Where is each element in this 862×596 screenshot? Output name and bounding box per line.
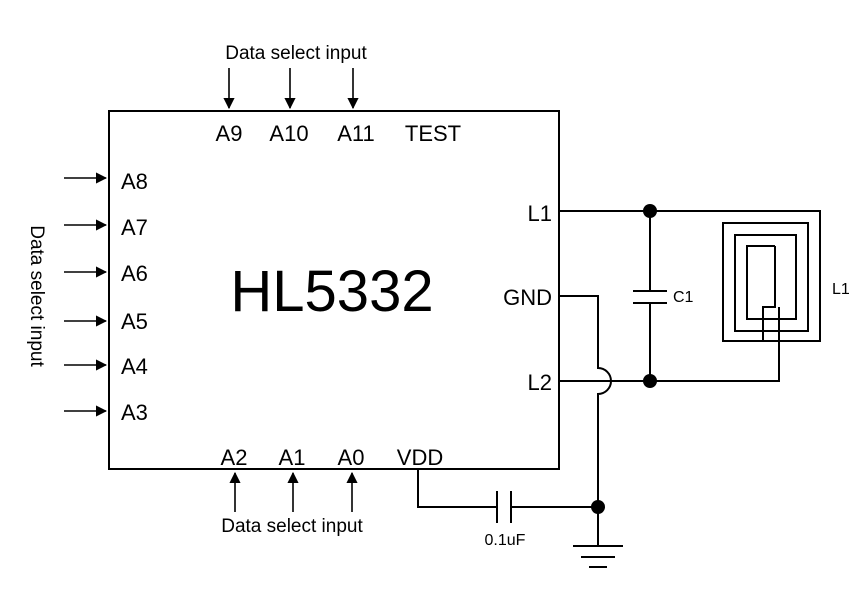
- pin-a6: A6: [121, 261, 148, 286]
- wire-vdd-net: [417, 470, 598, 508]
- bottom-input-label: Data select input: [221, 516, 363, 537]
- pin-a0: A0: [338, 445, 365, 470]
- pin-vdd: VDD: [397, 445, 443, 470]
- capacitor-c1-label: C1: [673, 289, 694, 306]
- pin-a4: A4: [121, 354, 148, 379]
- top-input-label: Data select input: [225, 43, 367, 64]
- pin-a10: A10: [269, 121, 308, 146]
- capacitor-vdd-label: 0.1uF: [485, 532, 526, 549]
- left-input-label: Data select input: [26, 225, 47, 367]
- wire-gnd-net: [559, 295, 612, 507]
- chip-body: [108, 110, 560, 470]
- pin-test: TEST: [405, 121, 461, 146]
- pin-a3: A3: [121, 400, 148, 425]
- pin-a5: A5: [121, 309, 148, 334]
- pin-a9: A9: [216, 121, 243, 146]
- pin-gnd: GND: [503, 285, 552, 310]
- pin-a7: A7: [121, 215, 148, 240]
- pin-a8: A8: [121, 169, 148, 194]
- pin-l1: L1: [528, 201, 552, 226]
- chip-name: HL5332: [230, 259, 433, 324]
- pin-a11: A11: [337, 121, 375, 146]
- coil-spiral: [722, 211, 821, 342]
- coil-label: L1: [832, 281, 850, 298]
- pin-a1: A1: [279, 445, 306, 470]
- pin-a2: A2: [221, 445, 248, 470]
- pin-l2: L2: [528, 370, 552, 395]
